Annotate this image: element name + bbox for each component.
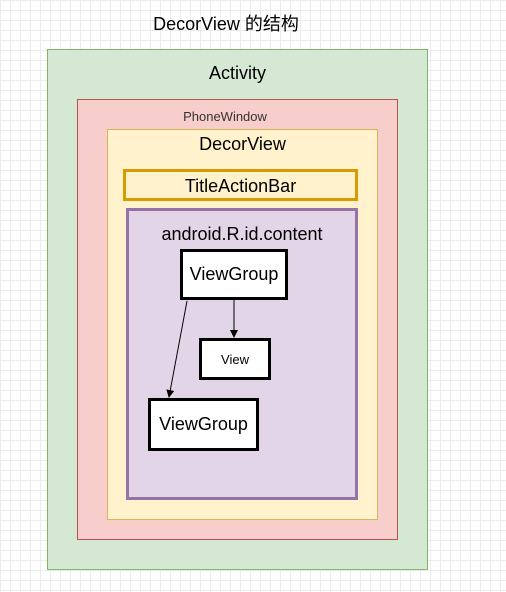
title-action-bar-box: TitleActionBar	[123, 169, 358, 201]
view-group-top-label: ViewGroup	[189, 264, 279, 284]
phone-window-label: PhoneWindow	[183, 109, 267, 124]
content-label: android.R.id.content	[161, 224, 323, 244]
decor-view-label: DecorView	[199, 134, 286, 154]
view-group-bottom-label: ViewGroup	[159, 414, 248, 434]
view-label: View	[221, 351, 249, 367]
arrow-to-view-group	[166, 300, 188, 398]
view-group-node-top: ViewGroup	[180, 249, 288, 300]
title-action-bar-label: TitleActionBar	[184, 176, 297, 196]
diagram-title: DecorView 的结构	[153, 14, 299, 34]
activity-label: Activity	[208, 63, 266, 83]
view-node: View	[199, 338, 271, 380]
view-group-node-bottom: ViewGroup	[148, 398, 259, 451]
